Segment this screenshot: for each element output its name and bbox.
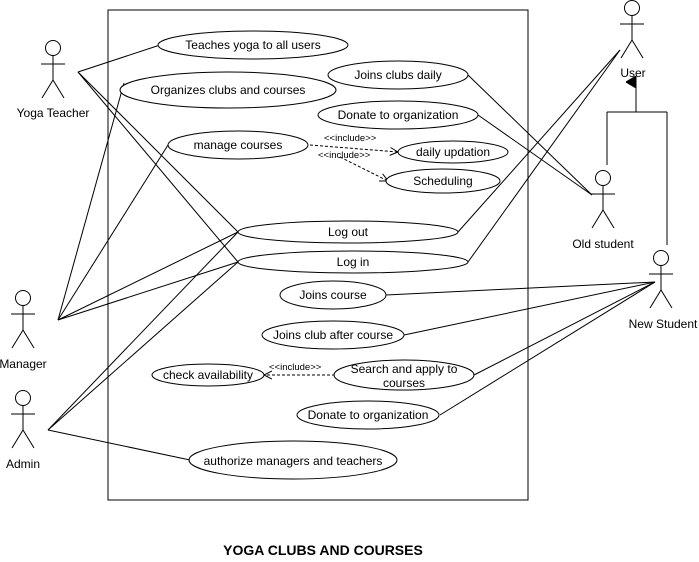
include-label: <<include>> bbox=[318, 150, 371, 161]
use-case-label: manage courses bbox=[194, 138, 283, 152]
use-case-daily-updation[interactable] bbox=[397, 140, 509, 164]
actor-manager[interactable] bbox=[11, 290, 35, 349]
actor-label-new-student: New Student bbox=[629, 317, 698, 331]
use-case-label: daily updation bbox=[416, 145, 490, 159]
actor-label-admin: Admin bbox=[6, 457, 40, 471]
use-case-label: Joins clubs daily bbox=[354, 68, 441, 82]
actor-old-student[interactable] bbox=[591, 170, 615, 229]
use-case-donate-top[interactable] bbox=[317, 100, 479, 130]
use-case-label: Scheduling bbox=[413, 174, 472, 188]
use-case-joins-club-after-course[interactable] bbox=[261, 320, 405, 350]
actor-yoga-teacher[interactable] bbox=[41, 40, 65, 99]
generalization-arrow bbox=[606, 82, 668, 245]
use-case-label: Log out bbox=[328, 225, 369, 239]
include-label: <<include>> bbox=[269, 362, 322, 373]
association-lines bbox=[47, 44, 656, 461]
use-case-label: Search and apply to bbox=[351, 362, 458, 376]
diagram-title: YOGA CLUBS AND COURSES bbox=[223, 542, 423, 558]
use-case-label: Donate to organization bbox=[338, 108, 459, 122]
use-case-label: Donate to organization bbox=[308, 408, 429, 422]
actor-admin[interactable] bbox=[11, 390, 35, 449]
use-case-organizes-clubs[interactable] bbox=[119, 71, 337, 109]
use-case-authorize[interactable] bbox=[188, 440, 398, 480]
actor-label-yoga-teacher: Yoga Teacher bbox=[17, 106, 90, 120]
use-case-label: check availability bbox=[163, 368, 253, 382]
use-case-label: courses bbox=[383, 376, 425, 390]
include-relations bbox=[264, 144, 398, 375]
actor-label-old-student: Old student bbox=[572, 237, 634, 251]
actor-user[interactable] bbox=[620, 0, 644, 59]
system-boundary bbox=[107, 9, 529, 501]
use-case-label: Joins course bbox=[299, 288, 367, 302]
include-label: <<include>> bbox=[324, 133, 377, 144]
use-case-search-apply[interactable] bbox=[333, 359, 475, 391]
actor-label-user: User bbox=[620, 66, 645, 80]
use-case-teaches-yoga[interactable] bbox=[157, 30, 349, 60]
use-case-label: Log in bbox=[337, 255, 370, 269]
use-case-label: Organizes clubs and courses bbox=[151, 83, 306, 97]
use-case-joins-clubs-daily[interactable] bbox=[327, 60, 469, 90]
use-case-log-out[interactable] bbox=[237, 220, 459, 244]
actor-new-student[interactable] bbox=[649, 250, 673, 309]
use-case-label: authorize managers and teachers bbox=[204, 454, 383, 468]
use-case-manage-courses[interactable] bbox=[167, 130, 309, 160]
use-case-label: Teaches yoga to all users bbox=[185, 38, 320, 52]
use-case-scheduling[interactable] bbox=[385, 168, 501, 194]
use-case-check-availability[interactable] bbox=[151, 363, 265, 387]
actor-labels: Yoga Teacher Manager Admin User Old stud… bbox=[0, 66, 698, 471]
use-case-label: Joins club after course bbox=[273, 328, 393, 342]
use-case-labels: Teaches yoga to all users Organizes club… bbox=[151, 38, 490, 468]
use-case-donate-bottom[interactable] bbox=[296, 400, 440, 430]
actor-label-manager: Manager bbox=[0, 357, 47, 371]
use-case-joins-course[interactable] bbox=[279, 280, 387, 310]
use-case-log-in[interactable] bbox=[237, 250, 469, 274]
use-case-ellipses bbox=[119, 30, 509, 480]
